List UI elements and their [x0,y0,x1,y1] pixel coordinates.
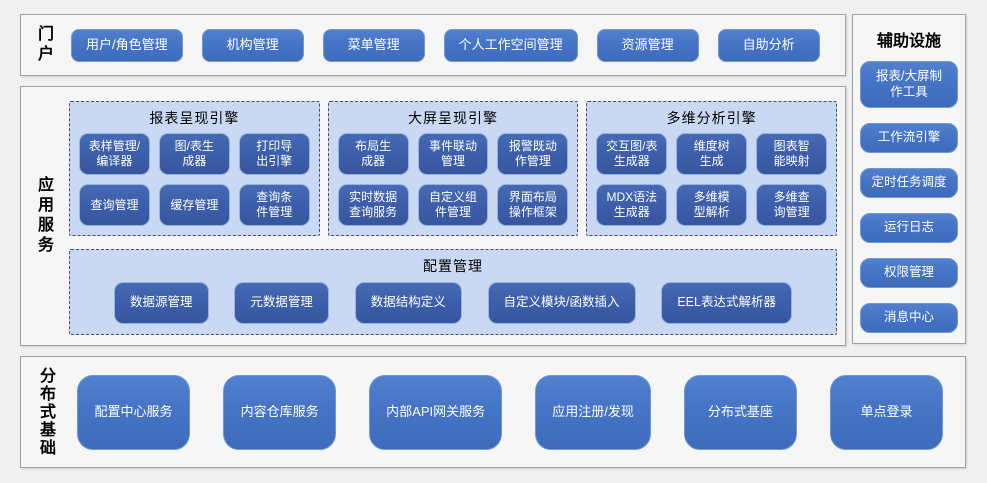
node-multidim-model-parsing: 多维模 型解析 [676,184,748,227]
node-layout-generator: 布局生 成器 [337,133,409,176]
app-services-content: 报表呈现引擎 表样管理/ 编译器 图/表生 成器 打印导 出引擎 查询管理 缓存… [65,87,845,345]
aux-facilities-section: 辅助设施 报表/大屏制 作工具 工作流引擎 定时任务调度 运行日志 权限管理 消… [852,14,966,344]
distributed-base-section-label: 分布式基础 [37,367,54,457]
node-datasource-management: 数据源管理 [114,282,209,325]
node-metadata-management: 元数据管理 [234,282,329,325]
node-chart-table-generator: 图/表生 成器 [158,133,230,176]
node-single-sign-on: 单点登录 [829,374,943,450]
engine-box-olap-analysis: 多维分析引擎 交互图/表 生成器 维度树 生成 图表智 能映射 MDX语法 生成… [586,101,838,237]
node-report-dashboard-authoring-tool: 报表/大屏制 作工具 [860,61,958,108]
config-node-row: 数据源管理 元数据管理 数据结构定义 自定义模块/函数插入 EEL表达式解析器 [80,281,826,325]
node-user-role-management: 用户/角色管理 [71,28,183,62]
node-workflow-engine: 工作流引擎 [860,123,958,153]
aux-facilities-title: 辅助设施 [876,33,941,50]
node-query-management: 查询管理 [79,184,150,227]
node-distributed-base: 分布式基座 [683,374,797,450]
portal-section: 门户 用户/角色管理 机构管理 菜单管理 个人工作空间管理 资源管理 自助分析 [20,14,846,76]
node-cache-management: 缓存管理 [158,184,230,227]
node-app-registration-discovery: 应用注册/发现 [535,374,651,450]
config-management-title: 配置管理 [423,258,483,275]
node-message-center: 消息中心 [860,303,958,333]
node-organization-management: 机构管理 [201,28,304,62]
node-event-linkage-management: 事件联动 管理 [417,133,489,176]
node-internal-api-gateway-service: 内部API网关服务 [369,374,503,450]
node-alarm-action-management: 报警既动 作管理 [497,133,569,176]
node-print-export-engine: 打印导 出引擎 [238,133,310,176]
node-ui-layout-framework: 界面布局 操作框架 [497,184,569,227]
node-content-repository-service: 内容仓库服务 [223,374,337,450]
engine-grid: 表样管理/ 编译器 图/表生 成器 打印导 出引擎 查询管理 缓存管理 查询条 … [79,133,310,227]
node-custom-module-function-insert: 自定义模块/函数插入 [487,282,636,325]
distributed-node-row: 配置中心服务 内容仓库服务 内部API网关服务 应用注册/发现 分布式基座 单点… [69,357,965,467]
node-query-condition-management: 查询条 件管理 [238,184,310,227]
node-interactive-chart-generator: 交互图/表 生成器 [596,133,668,176]
node-self-service-analysis: 自助分析 [717,28,820,62]
node-config-center-service: 配置中心服务 [77,374,190,450]
engine-grid: 交互图/表 生成器 维度树 生成 图表智 能映射 MDX语法 生成器 多维模 型… [596,133,828,227]
node-personal-workspace-management: 个人工作空间管理 [443,28,578,62]
node-resource-management: 资源管理 [596,28,699,62]
node-multidim-query-management: 多维查 询管理 [756,184,828,227]
node-dimension-tree-generation: 维度树 生成 [676,133,748,176]
node-mdx-syntax-generator: MDX语法 生成器 [596,184,668,227]
app-services-section: 应用服务 报表呈现引擎 表样管理/ 编译器 图/表生 成器 打印导 出引擎 查询… [20,86,846,346]
portal-section-label: 门户 [35,25,52,65]
node-run-log: 运行日志 [860,213,958,243]
config-management-box: 配置管理 数据源管理 元数据管理 数据结构定义 自定义模块/函数插入 EEL表达… [69,249,837,335]
engine-title: 大屏呈现引擎 [408,110,498,126]
engine-title: 报表呈现引擎 [149,110,240,126]
portal-node-row: 用户/角色管理 机构管理 菜单管理 个人工作空间管理 资源管理 自助分析 [65,15,845,75]
engine-title: 多维分析引擎 [666,110,757,126]
node-chart-smart-mapping: 图表智 能映射 [756,133,828,176]
engine-grid: 布局生 成器 事件联动 管理 报警既动 作管理 实时数据 查询服务 自定义组 件… [337,133,569,227]
node-custom-component-management: 自定义组 件管理 [417,184,489,227]
engine-box-report-rendering: 报表呈现引擎 表样管理/ 编译器 图/表生 成器 打印导 出引擎 查询管理 缓存… [69,101,320,237]
app-services-section-label: 应用服务 [35,176,52,256]
node-menu-management: 菜单管理 [322,28,425,62]
node-sheet-style-compiler: 表样管理/ 编译器 [79,133,150,176]
node-eel-expression-parser: EEL表达式解析器 [661,282,792,325]
node-data-structure-definition: 数据结构定义 [354,282,462,325]
engines-row: 报表呈现引擎 表样管理/ 编译器 图/表生 成器 打印导 出引擎 查询管理 缓存… [69,101,838,237]
engine-box-dashboard-rendering: 大屏呈现引擎 布局生 成器 事件联动 管理 报警既动 作管理 实时数据 查询服务… [327,101,579,237]
distributed-base-section: 分布式基础 配置中心服务 内容仓库服务 内部API网关服务 应用注册/发现 分布… [20,356,966,468]
node-permission-management: 权限管理 [860,258,958,288]
node-realtime-data-query-service: 实时数据 查询服务 [337,184,409,227]
node-scheduled-task-dispatch: 定时任务调度 [860,168,958,198]
